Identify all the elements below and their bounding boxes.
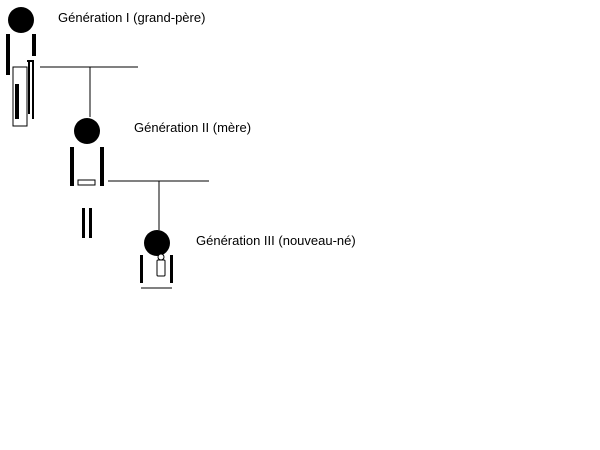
gen2-head (74, 118, 100, 144)
gen2-arm-left (70, 147, 74, 186)
gen1-to-gen2-connector (40, 66, 138, 117)
gen1-arm-right (32, 34, 36, 56)
gen3-bottle-cap (157, 253, 165, 261)
gen2-belt (77, 179, 96, 186)
generation-3-label: Génération III (nouveau-né) (196, 233, 356, 248)
gen2-arm-right (100, 147, 104, 186)
gen3-arm-right (170, 255, 173, 283)
gen1-arm-left (6, 34, 10, 75)
gen2-to-gen3-connector (108, 180, 209, 230)
gen1-figure (6, 7, 36, 127)
gen3-arm-left (140, 255, 143, 283)
gen3-figure (140, 230, 173, 289)
gen1-head (8, 7, 34, 33)
gen3-bottle (156, 259, 166, 277)
generation-1-label: Génération I (grand-père) (58, 10, 206, 25)
gen2-leg-right (89, 208, 92, 238)
gen2-leg-left (82, 208, 85, 238)
generation-2-label: Génération II (mère) (134, 120, 252, 135)
gen1-hand-bar (15, 84, 19, 119)
gen3-head (144, 230, 170, 256)
gen2-figure (70, 118, 104, 238)
